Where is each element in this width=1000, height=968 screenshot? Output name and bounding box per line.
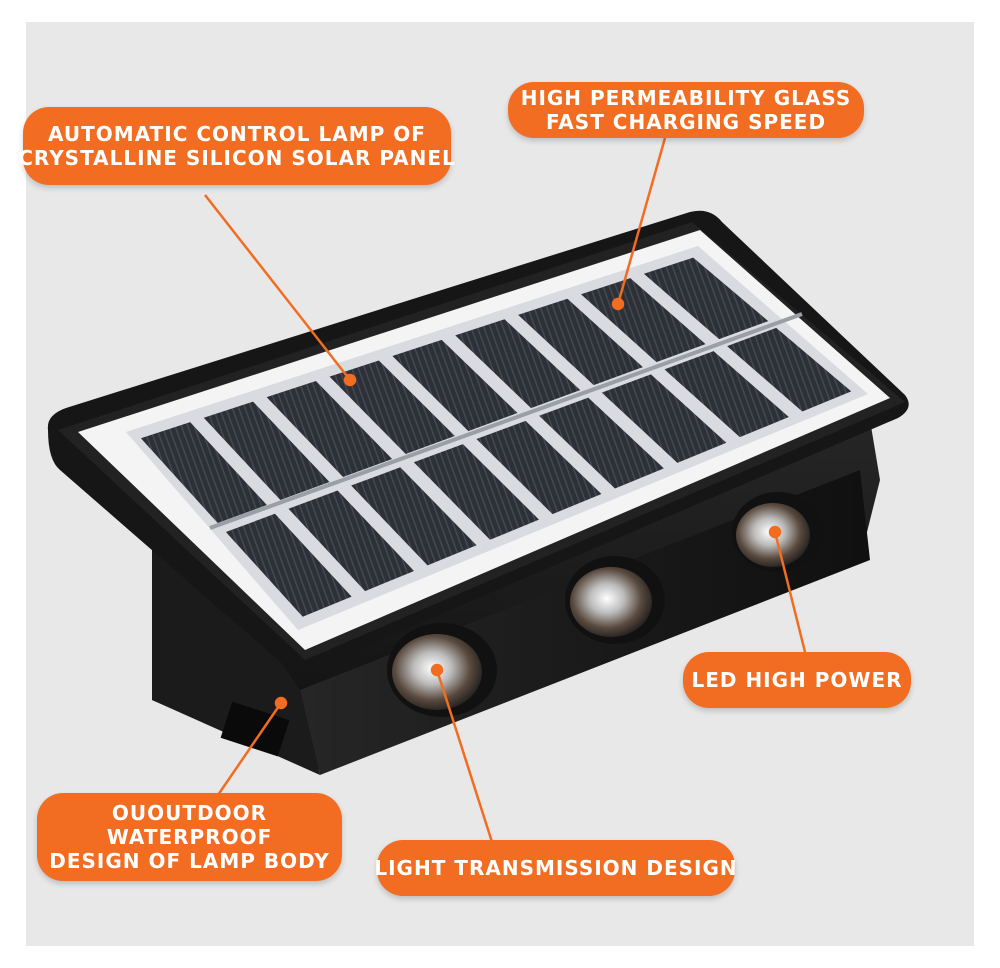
leader-dot-solar-panel [343,373,357,387]
solar-cell [140,422,267,524]
leader-lines [204,137,807,843]
solar-cell [539,397,664,489]
leader-line-body [216,702,283,796]
callout-solar-panel: AUTOMATIC CONTROL LAMP OF CRYSTALLINE SI… [18,107,455,185]
leader-dot-body [274,696,288,710]
solar-cell [329,360,455,455]
solar-cell [518,298,643,386]
solar-cell [413,444,539,540]
callout-glass-line1: HIGH PERMEABILITY GLASS [520,86,852,110]
led-lens-center [565,556,665,644]
callout-body-line2: WATERPROOF [106,825,273,849]
leader-dot-transmission [430,663,444,677]
callout-solar-panel-line1: AUTOMATIC CONTROL LAMP OF [48,122,426,146]
callout-led: LED HIGH POWER [683,652,911,708]
solar-cell [288,490,415,592]
solar-cell [601,374,727,463]
solar-cell [266,381,393,478]
callout-transmission: LIGHT TRANSMISSION DESIGN [374,840,738,896]
callout-led-line1: LED HIGH POWER [691,668,903,692]
bus-bar [209,312,803,530]
callout-transmission-line1: LIGHT TRANSMISSION DESIGN [374,856,738,880]
leader-dot-led [768,525,782,539]
solar-cell [476,420,602,515]
callout-glass-line2: FAST CHARGING SPEED [545,110,827,134]
leader-line-glass [616,137,667,305]
callout-body-line1: OUOUTDOOR [111,801,268,825]
leader-line-solar-panel [204,194,351,381]
solar-cell-grid [140,257,852,617]
leader-line-led [773,531,807,653]
solar-cell [581,278,706,363]
solar-cell [392,339,518,432]
solar-cell [203,401,330,501]
callout-body-line3: DESIGN OF LAMP BODY [49,849,330,873]
leader-line-transmission [435,669,494,843]
leader-dot-glass [611,297,625,311]
solar-cell [727,327,852,412]
solar-cell [225,513,352,617]
callout-glass: HIGH PERMEABILITY GLASS FAST CHARGING SP… [508,82,864,138]
solar-cell [351,467,477,566]
solar-cell [643,257,769,340]
callout-solar-panel-line2: CRYSTALLINE SILICON SOLAR PANEL [18,146,456,170]
callout-body: OUOUTDOOR WATERPROOF DESIGN OF LAMP BODY [37,793,342,881]
solar-cell [664,351,789,438]
solar-cell [455,319,581,409]
